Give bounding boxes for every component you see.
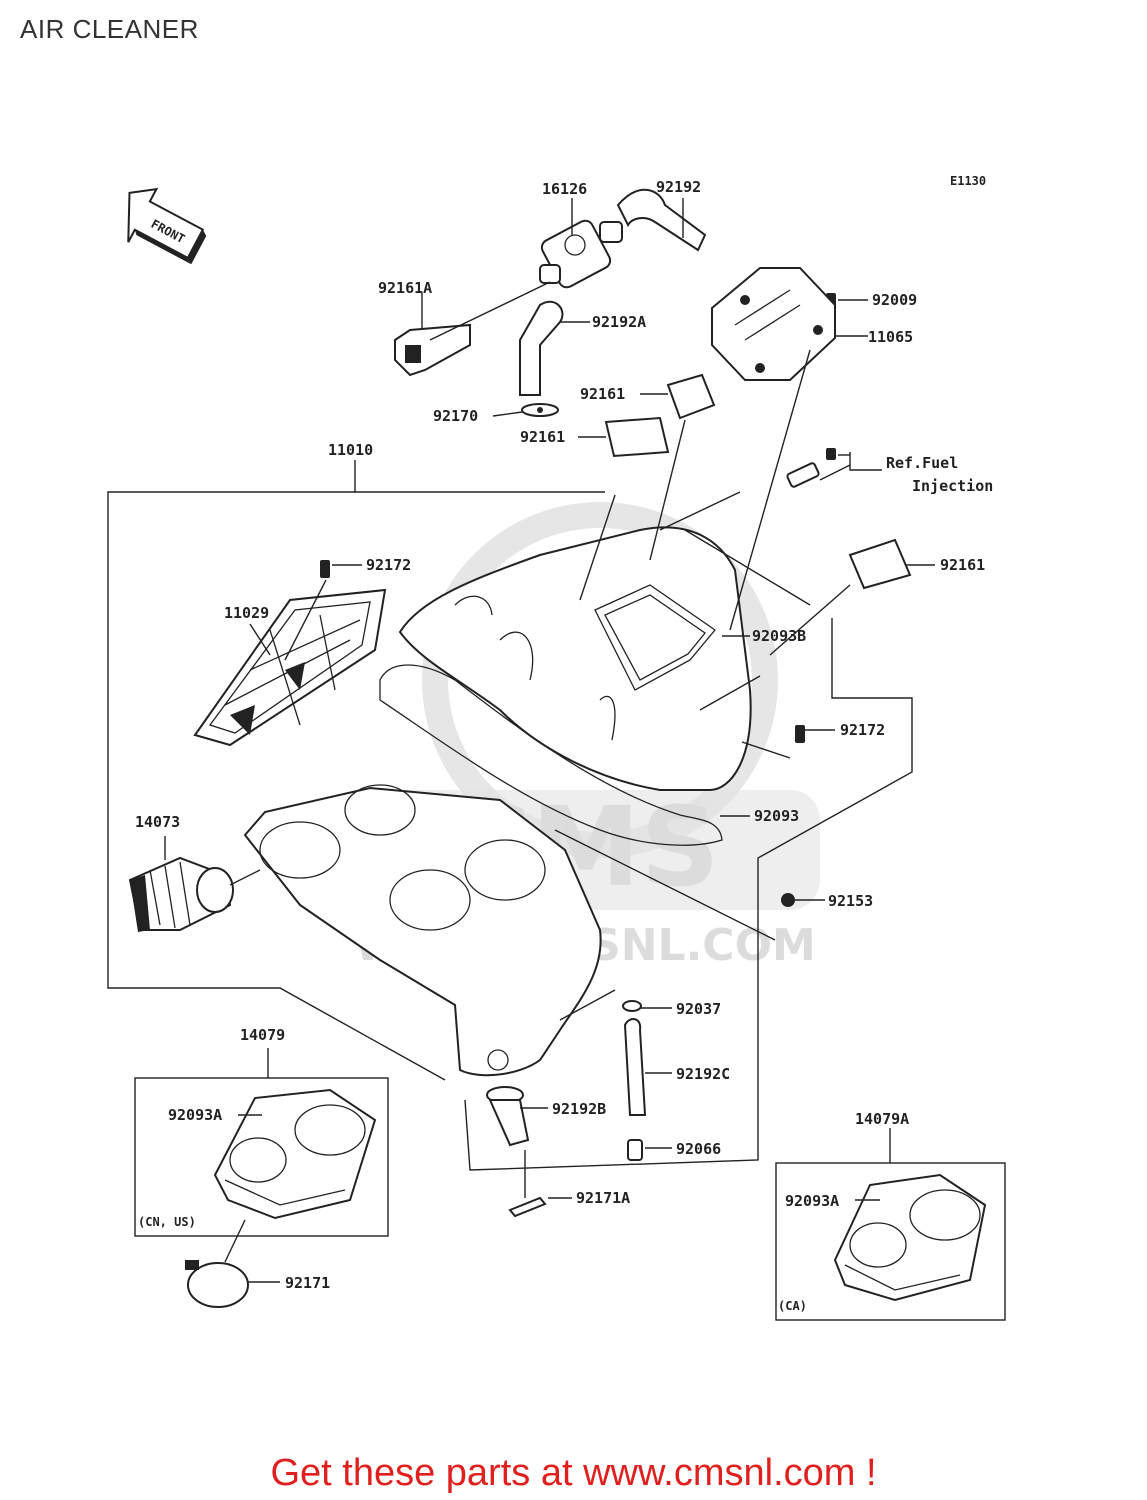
label-92171[interactable]: 92171 <box>285 1274 330 1292</box>
part-92170-clip[interactable] <box>521 403 559 417</box>
part-92037-clamp[interactable] <box>622 1000 642 1012</box>
ref-injection-label: Injection <box>912 477 993 495</box>
label-92037[interactable]: 92037 <box>676 1000 721 1018</box>
label-92171a[interactable]: 92171A <box>576 1189 630 1207</box>
part-14073-duct[interactable] <box>128 856 234 932</box>
variant-ca: (CA) <box>778 1299 807 1313</box>
part-92171-band[interactable] <box>185 1260 249 1308</box>
frame-lines <box>107 460 1006 1321</box>
label-92153[interactable]: 92153 <box>828 892 873 910</box>
page-title: AIR CLEANER <box>20 14 199 44</box>
label-14073[interactable]: 14073 <box>135 813 180 831</box>
part-92161-pad-b[interactable] <box>604 416 670 458</box>
label-92192[interactable]: 92192 <box>656 178 701 196</box>
label-92170[interactable]: 92170 <box>433 407 478 425</box>
label-92161-a[interactable]: 92161 <box>580 385 625 403</box>
part-92192-hose[interactable] <box>616 188 707 252</box>
label-92161a[interactable]: 92161A <box>378 279 432 297</box>
label-92192c[interactable]: 92192C <box>676 1065 730 1083</box>
part-92171a-clip[interactable] <box>508 1196 547 1218</box>
part-92192c-tube[interactable] <box>623 1018 647 1116</box>
label-92192a[interactable]: 92192A <box>592 313 646 331</box>
part-92172-screw-b[interactable] <box>795 725 805 743</box>
part-14079-cover[interactable] <box>213 1088 377 1220</box>
label-14079[interactable]: 14079 <box>240 1026 285 1044</box>
label-92172-b[interactable]: 92172 <box>840 721 885 739</box>
label-11029[interactable]: 11029 <box>224 604 269 622</box>
label-92093a-a[interactable]: 92093A <box>168 1106 222 1124</box>
part-92192a-hose[interactable] <box>519 300 564 396</box>
label-11010[interactable]: 11010 <box>328 441 373 459</box>
label-14079a[interactable]: 14079A <box>855 1110 909 1128</box>
part-lower-housing[interactable] <box>243 784 602 1077</box>
label-92192b[interactable]: 92192B <box>552 1100 606 1118</box>
diagram-code: E1130 <box>950 174 986 188</box>
label-92172-a[interactable]: 92172 <box>366 556 411 574</box>
fuel-injection-fitting <box>786 448 882 488</box>
label-92066[interactable]: 92066 <box>676 1140 721 1158</box>
label-92093b[interactable]: 92093B <box>752 627 806 645</box>
label-11065[interactable]: 11065 <box>868 328 913 346</box>
label-92093a-b[interactable]: 92093A <box>785 1192 839 1210</box>
part-11065-cover[interactable] <box>711 267 836 381</box>
part-16126-valve[interactable] <box>539 218 623 290</box>
parts-diagram: CMS WWW.CMSNL.COM E1130 FRONT <box>107 174 1006 1321</box>
label-92161-b[interactable]: 92161 <box>520 428 565 446</box>
part-92161-pad-a[interactable] <box>666 373 716 420</box>
part-92161-pad-c[interactable] <box>848 538 912 590</box>
label-16126[interactable]: 16126 <box>542 180 587 198</box>
front-arrow-icon: FRONT <box>127 187 207 265</box>
part-92066-plug[interactable] <box>627 1139 643 1161</box>
part-11029-element[interactable] <box>193 588 387 747</box>
part-92161a-pad[interactable] <box>394 323 471 377</box>
footer-link[interactable]: Get these parts at www.cmsnl.com ! <box>270 1452 877 1494</box>
part-upper-housing[interactable] <box>398 526 752 791</box>
leader-lines <box>164 198 935 1283</box>
label-92093[interactable]: 92093 <box>754 807 799 825</box>
label-92009[interactable]: 92009 <box>872 291 917 309</box>
part-92153-grommet[interactable] <box>781 893 795 907</box>
part-14079a-cover[interactable] <box>833 1173 987 1302</box>
part-92093-seal[interactable] <box>379 664 723 846</box>
variant-cn-us: (CN, US) <box>138 1215 196 1229</box>
label-92161-c[interactable]: 92161 <box>940 556 985 574</box>
part-92192b-cap[interactable] <box>486 1086 530 1147</box>
ref-fuel-label: Ref.Fuel <box>886 454 958 472</box>
part-92172-screw-a[interactable] <box>320 560 330 578</box>
